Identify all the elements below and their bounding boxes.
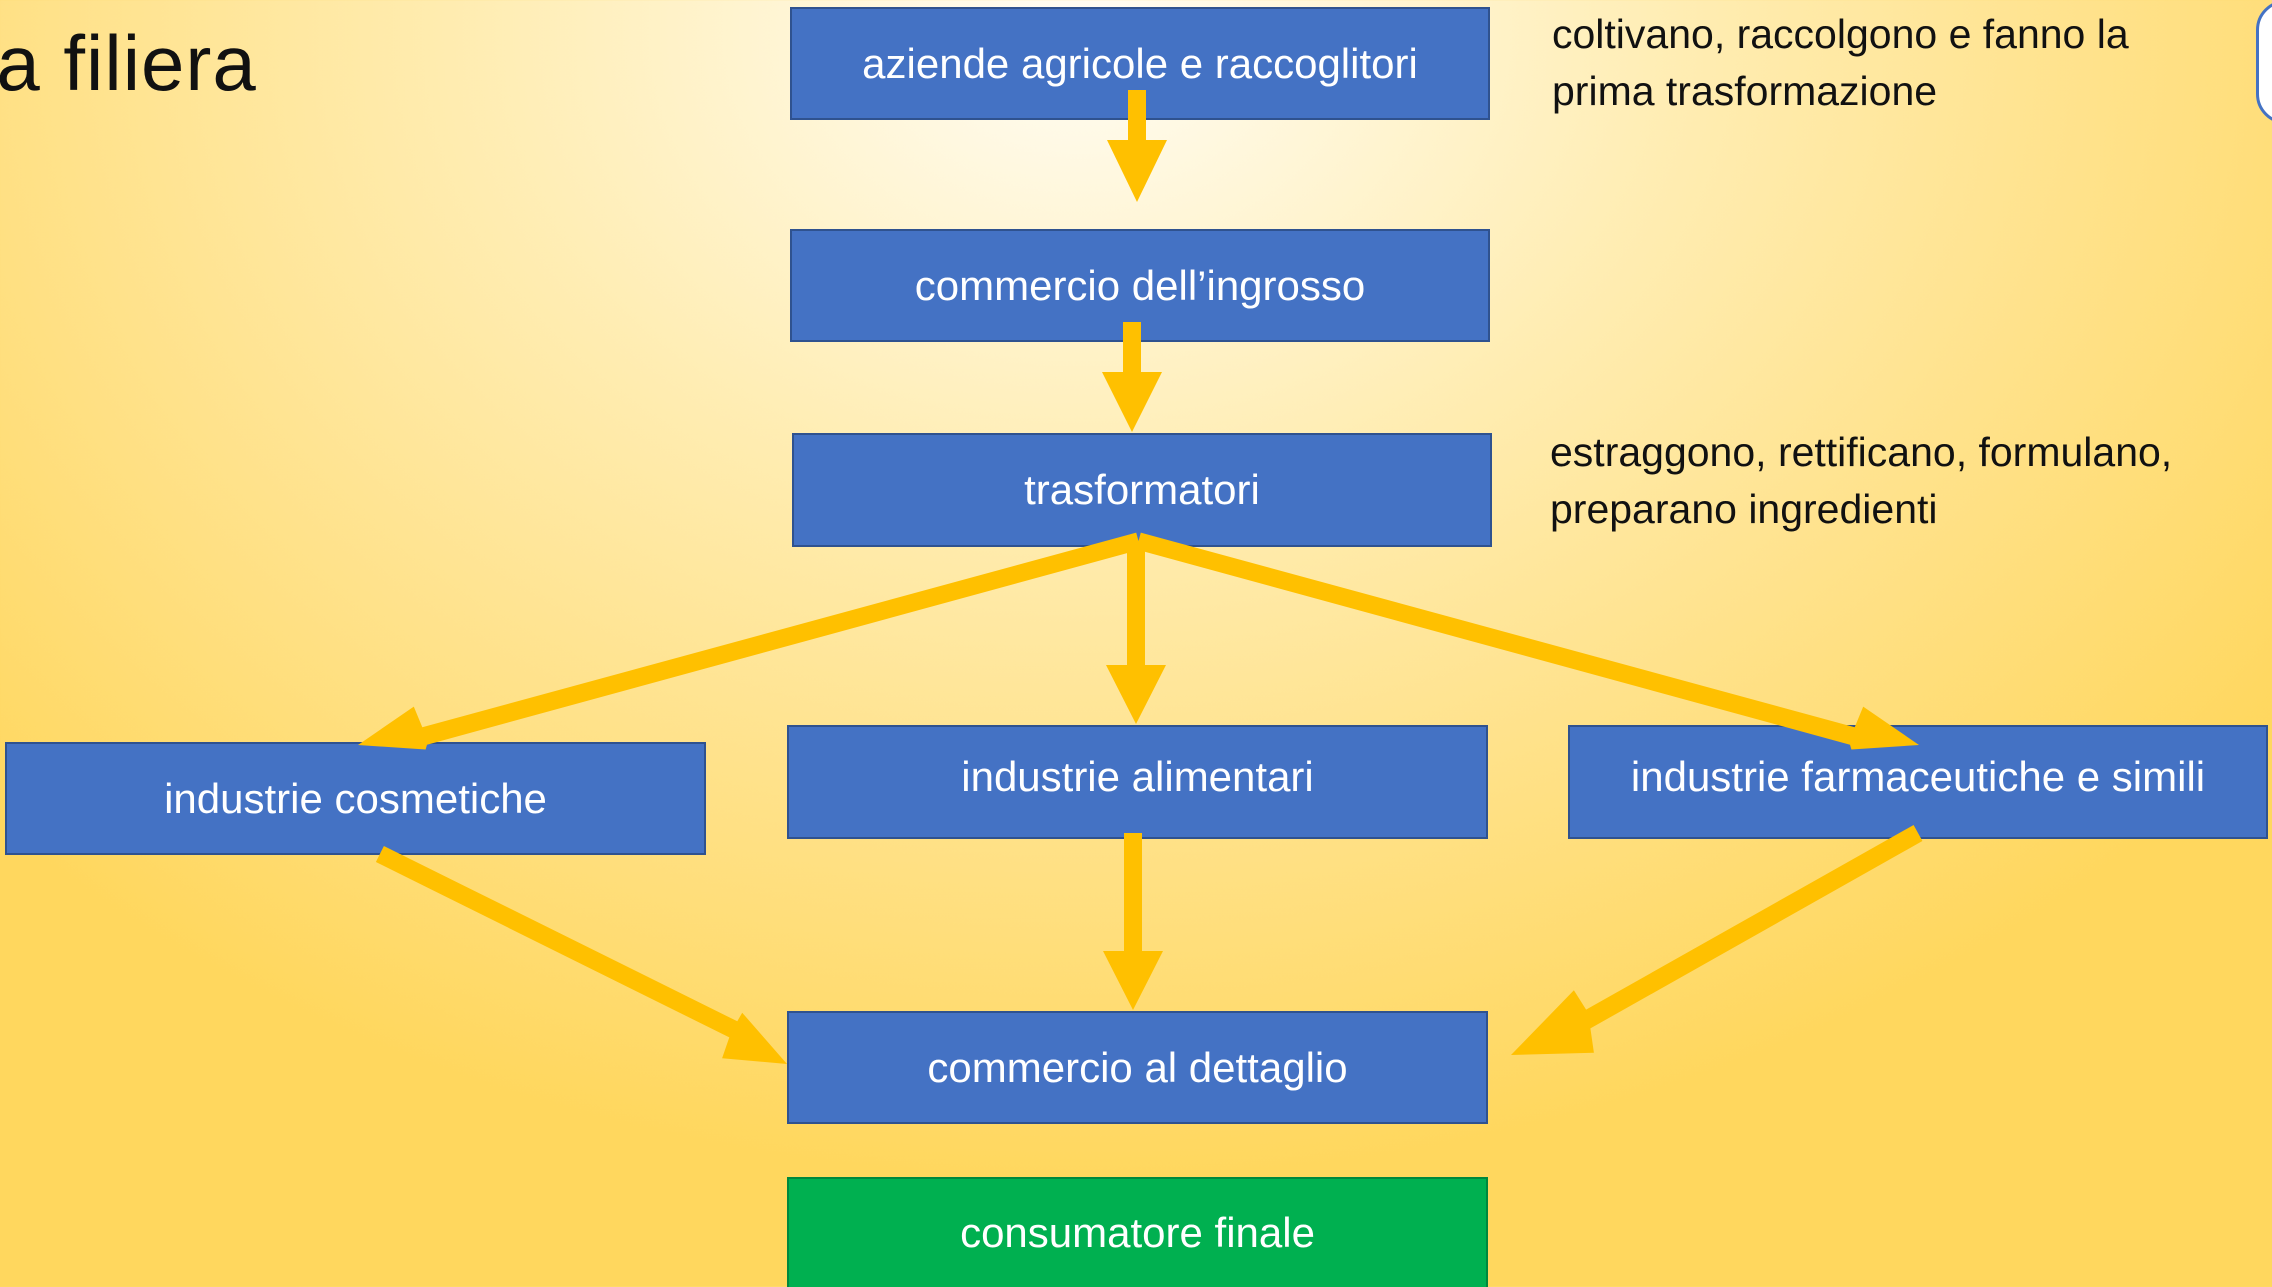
node-aziende-agricole: aziende agricole e raccoglitori [790,7,1490,120]
arrow-farmaceutiche-to-dettaglio [1511,825,1923,1055]
arrow-trasformatori-to-cosmetiche [358,532,1141,750]
node-industrie-alimentari: industrie alimentari [787,725,1488,839]
arrow-trasformatori-to-alimentari [1106,545,1166,724]
node-commercio-dettaglio: commercio al dettaglio [787,1011,1488,1124]
note-trasformatori: estraggono, rettificano, formulano, prep… [1550,429,2173,532]
arrow-alimentari-to-dettaglio [1103,833,1163,1010]
seal-logo [2256,0,2272,124]
note-aziende: coltivano, raccolgono e fanno la prima t… [1552,11,2129,114]
slide-title: la filiera [0,19,257,107]
node-trasformatori: trasformatori [792,433,1492,547]
node-commercio-ingrosso: commercio dell’ingrosso [790,229,1490,342]
node-consumatore-finale: consumatore finale [787,1177,1488,1287]
node-industrie-cosmetiche: industrie cosmetiche [5,742,706,855]
arrow-cosmetiche-to-dettaglio [375,846,787,1064]
arrow-trasformatori-to-farmaceutiche [1136,532,1919,750]
node-industrie-farmaceutiche: industrie farmaceutiche e simili [1568,725,2268,839]
